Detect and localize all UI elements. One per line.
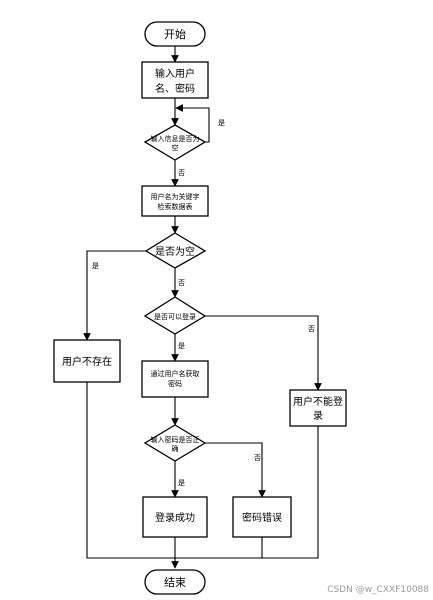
- edge-label-canlogin-yes: 是: [178, 342, 185, 350]
- password-match-label-line1: 输入密码是否正: [151, 435, 200, 444]
- end-label: 结束: [164, 576, 186, 589]
- start-terminator: [144, 21, 206, 47]
- edge-label-isnull-yes: 是: [92, 262, 99, 270]
- edge-notexist-merge: [86, 382, 175, 559]
- node-cannot-login: 用户不能登 录: [289, 389, 347, 427]
- node-search: 用户名为关键字 检索数据表: [141, 185, 209, 217]
- check-empty-label-line2: 空: [172, 143, 179, 152]
- is-null-label: 是否为空: [155, 245, 195, 258]
- watermark: CSDN @w_CXXF10088: [327, 585, 429, 595]
- get-password-label-line1: 通过用户名获取: [151, 369, 200, 378]
- node-check-empty: 输入信息是否为 空: [143, 124, 207, 161]
- can-login-diamond: [143, 296, 207, 335]
- login-success-box: [142, 496, 208, 538]
- input-box: [141, 61, 209, 99]
- edge-canlogin-no-to-cannot: [205, 315, 322, 391]
- edge-label-isnull-no: 否: [178, 279, 185, 287]
- edge-isnull-yes-to-notexist: [83, 250, 146, 341]
- login-success-label: 登录成功: [155, 511, 195, 524]
- end-terminator: [144, 569, 206, 595]
- edge-label-canlogin-no: 否: [308, 325, 315, 333]
- search-label-line2: 检索数据表: [158, 202, 193, 211]
- password-error-box: [232, 496, 292, 538]
- node-get-password: 通过用户名获取 密码: [141, 360, 209, 398]
- node-start: 开始: [144, 21, 206, 47]
- password-error-label: 密码错误: [242, 511, 282, 524]
- get-password-label-line2: 密码: [168, 379, 182, 388]
- is-null-diamond: [144, 232, 207, 269]
- user-not-exist-label: 用户不存在: [62, 355, 112, 368]
- input-label-line2: 名、密码: [155, 82, 195, 95]
- node-can-login: 是否可以登录: [143, 296, 207, 335]
- start-label: 开始: [164, 27, 186, 41]
- node-is-null: 是否为空: [144, 232, 207, 269]
- search-label-line1: 用户名为关键字: [151, 192, 200, 201]
- node-input: 输入用户 名、密码: [141, 61, 209, 99]
- user-not-exist-box: [53, 339, 121, 383]
- edge-label-pwdmatch-yes: 是: [178, 479, 185, 487]
- edge-error-merge: [175, 537, 263, 559]
- edge-check-yes-loop: [175, 104, 210, 143]
- edge-label-check-no: 否: [178, 169, 185, 177]
- node-password-error: 密码错误: [232, 496, 292, 538]
- connectors: [83, 46, 322, 569]
- password-match-label-line2: 确: [172, 444, 179, 453]
- can-login-label: 是否可以登录: [154, 312, 196, 321]
- edge-label-pwdmatch-no: 否: [254, 454, 261, 462]
- check-empty-label-line1: 输入信息是否为: [151, 134, 200, 143]
- node-end: 结束: [144, 569, 206, 595]
- check-empty-diamond: [143, 124, 207, 161]
- cannot-login-label-line2: 录: [313, 410, 323, 422]
- node-user-not-exist: 用户不存在: [53, 339, 121, 383]
- node-login-success: 登录成功: [142, 496, 208, 538]
- edge-label-check-yes: 是: [218, 119, 225, 127]
- password-match-diamond: [143, 424, 207, 462]
- edge-pwdmatch-no-to-error: [205, 442, 266, 498]
- cannot-login-box: [289, 389, 347, 427]
- get-password-box: [141, 360, 209, 398]
- node-password-match: 输入密码是否正 确: [143, 424, 207, 462]
- input-label-line1: 输入用户: [155, 67, 195, 80]
- search-box: [141, 185, 209, 217]
- cannot-login-label-line1: 用户不能登: [293, 395, 343, 408]
